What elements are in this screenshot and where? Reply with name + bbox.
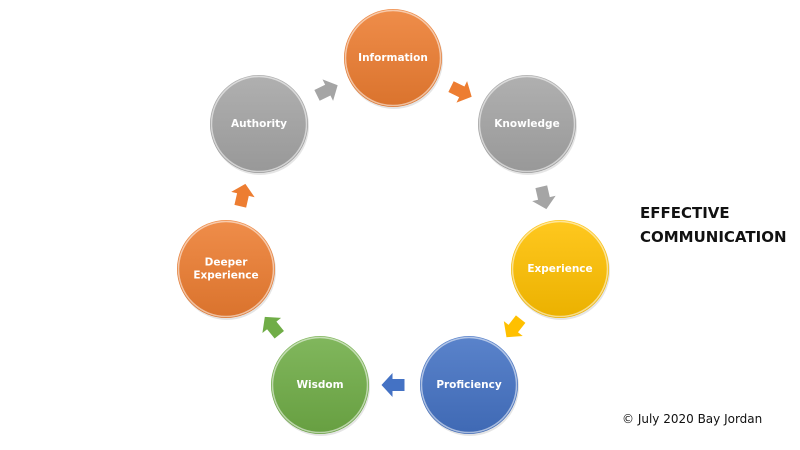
node-circle	[344, 9, 442, 107]
node-authority: Authority	[210, 75, 309, 175]
node-label: Wisdom	[296, 379, 343, 391]
node-circle	[511, 220, 609, 318]
nodes-layer: InformationKnowledgeExperienceProficienc…	[177, 9, 610, 436]
node-knowledge: Knowledge	[478, 75, 577, 175]
node-proficiency: Proficiency	[420, 336, 519, 436]
node-label: Information	[358, 52, 428, 64]
node-bevel	[271, 336, 369, 434]
node-circle	[177, 220, 275, 318]
node-label: Knowledge	[494, 118, 559, 130]
node-wisdom: Wisdom	[271, 336, 370, 436]
arrow-information-to-knowledge	[448, 81, 472, 103]
node-label: Authority	[231, 118, 287, 130]
node-label: Deeper	[205, 257, 249, 269]
diagram-title: EFFECTIVE COMMUNICATION	[640, 201, 787, 249]
node-bevel	[478, 75, 576, 173]
arrow-experience-to-proficiency	[503, 315, 526, 338]
node-bevel	[344, 9, 442, 107]
node-label: Proficiency	[436, 379, 502, 391]
arrow-proficiency-to-wisdom	[381, 373, 405, 397]
node-circle	[478, 75, 576, 173]
node-experience: Experience	[511, 220, 610, 320]
title-line-2: COMMUNICATION	[640, 228, 787, 246]
node-label: Experience	[193, 270, 258, 282]
arrow-deeper-experience-to-authority	[231, 183, 255, 208]
node-circle	[420, 336, 518, 434]
node-label: Experience	[527, 263, 592, 275]
arrows-layer	[231, 79, 556, 397]
node-circle	[271, 336, 369, 434]
node-information: Information	[344, 9, 443, 109]
copyright-notice: © July 2020 Bay Jordan	[622, 412, 763, 426]
arrow-knowledge-to-experience	[532, 185, 556, 210]
title-line-1: EFFECTIVE	[640, 204, 730, 222]
node-bevel	[511, 220, 609, 318]
arrow-wisdom-to-deeper-experience	[262, 316, 284, 339]
node-bevel	[210, 75, 308, 173]
node-bevel	[177, 220, 275, 318]
node-bevel	[420, 336, 518, 434]
node-circle	[210, 75, 308, 173]
arrow-authority-to-information	[314, 79, 338, 101]
